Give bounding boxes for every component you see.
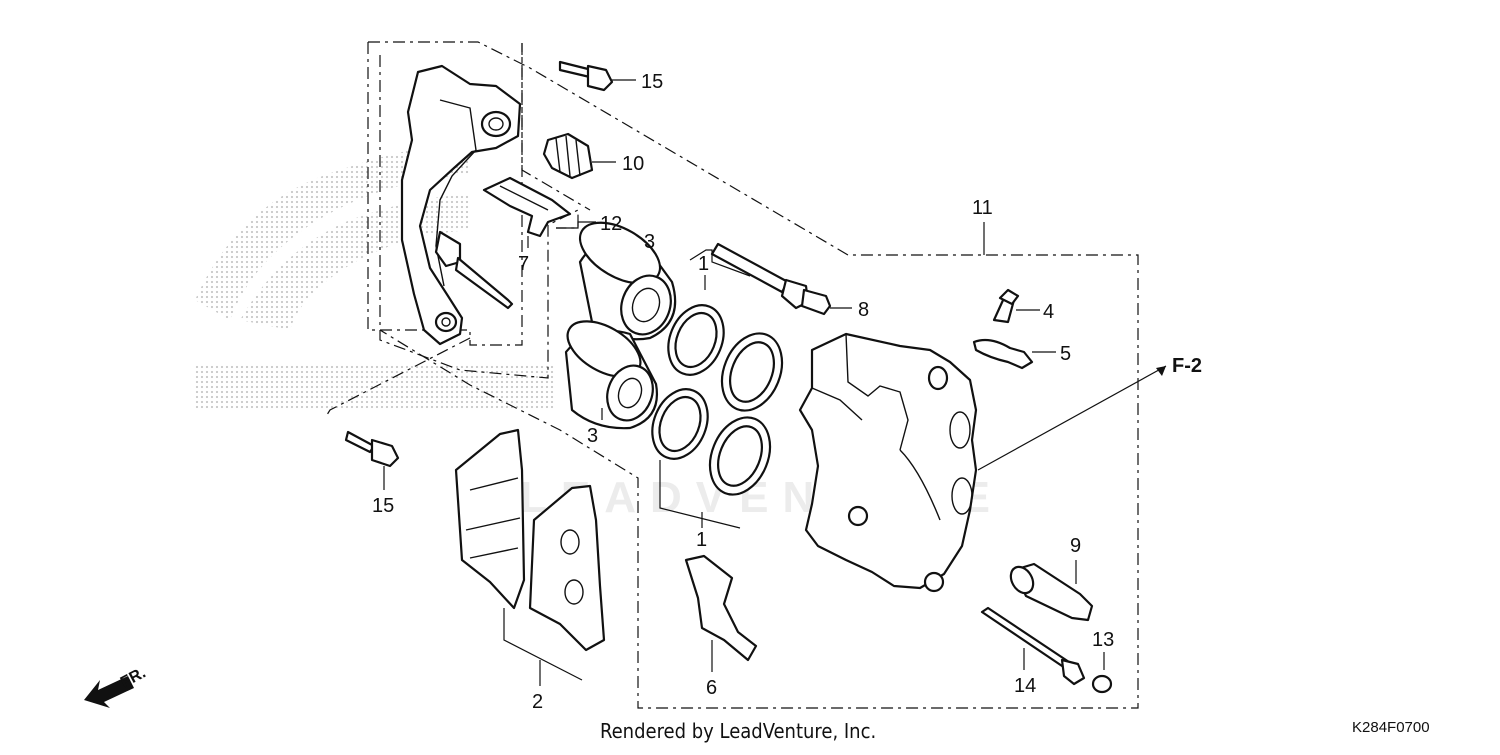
caliper-body-part-11 bbox=[798, 332, 978, 593]
bleeder-cap-part-5 bbox=[972, 338, 1034, 370]
brake-pads-part-2 bbox=[454, 428, 606, 652]
callout-1-upper: 1 bbox=[698, 253, 709, 275]
callout-1-lower: 1 bbox=[696, 529, 707, 551]
bolt-part-15-lower bbox=[344, 430, 400, 468]
callout-14: 14 bbox=[1014, 675, 1036, 697]
diagram-code: K284F0700 bbox=[1352, 719, 1430, 736]
render-credit: Rendered by LeadVenture, Inc. bbox=[600, 719, 876, 743]
pad-retainer-part-6 bbox=[684, 554, 758, 662]
pin-bolt-part-14 bbox=[980, 606, 1086, 686]
callout-4: 4 bbox=[1043, 301, 1054, 323]
callout-9: 9 bbox=[1070, 535, 1081, 557]
callout-10: 10 bbox=[622, 153, 644, 175]
seal-set-part-1 bbox=[651, 304, 784, 496]
slide-pin-part-8 bbox=[710, 242, 832, 316]
pin-sleeve-part-9 bbox=[1009, 562, 1094, 622]
callout-8: 8 bbox=[858, 299, 869, 321]
callout-6: 6 bbox=[706, 677, 717, 699]
pad-spring-part-7 bbox=[482, 176, 572, 238]
bleeder-screw-part-4 bbox=[992, 288, 1020, 324]
callout-13: 13 bbox=[1092, 629, 1114, 651]
cap-part-13 bbox=[1091, 674, 1113, 694]
bolt-part-15-top bbox=[558, 60, 614, 92]
leader-lines bbox=[383, 79, 1167, 686]
callout-2: 2 bbox=[532, 691, 543, 713]
callout-5: 5 bbox=[1060, 343, 1071, 365]
callout-11: 11 bbox=[972, 197, 993, 219]
caliper-bracket bbox=[400, 64, 522, 346]
forward-arrow-icon bbox=[84, 676, 134, 708]
boot-part-10 bbox=[542, 132, 594, 180]
callout-7: 7 bbox=[518, 253, 529, 275]
callout-15-top: 15 bbox=[641, 71, 663, 93]
callout-3-upper: 3 bbox=[644, 231, 655, 253]
callout-15-lower: 15 bbox=[372, 495, 394, 517]
reference-f2-label: F-2 bbox=[1172, 355, 1202, 377]
callout-12: 12 bbox=[600, 213, 622, 235]
piston-lower-part-3 bbox=[564, 320, 659, 430]
callout-3-lower: 3 bbox=[587, 425, 598, 447]
